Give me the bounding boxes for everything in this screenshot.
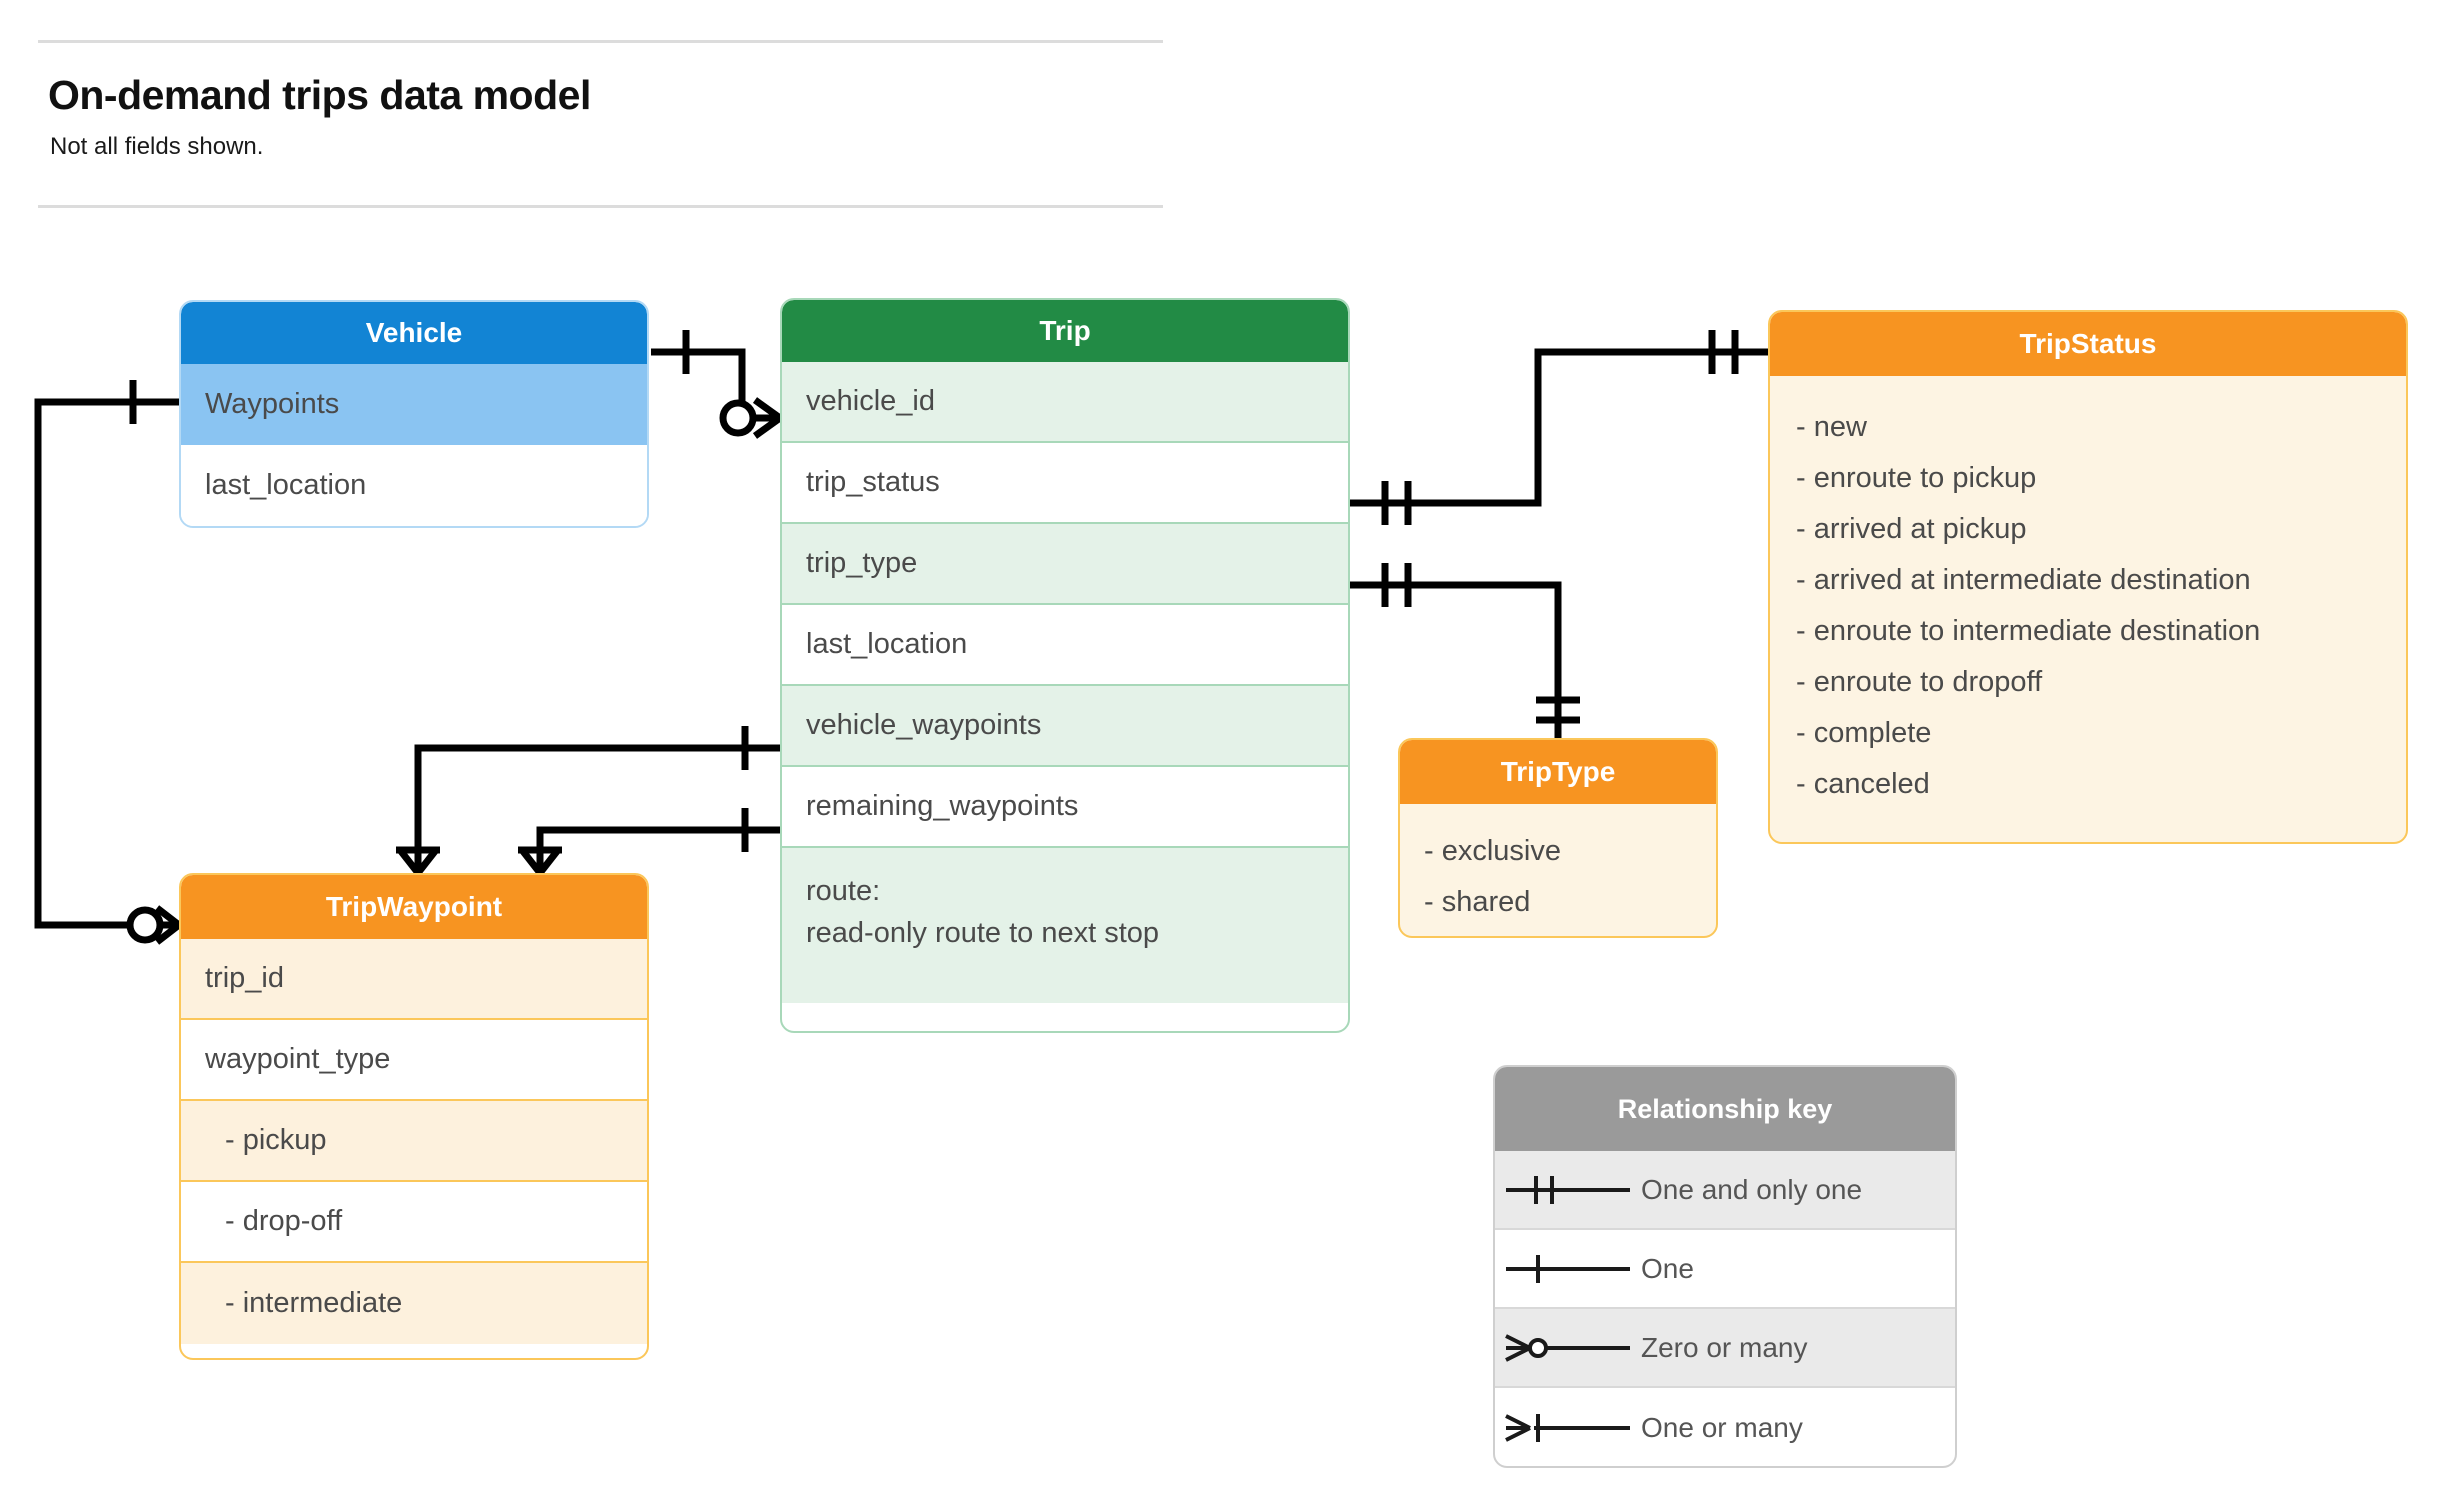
entity-trip-field-remaining-waypoints[interactable]: remaining_waypoints xyxy=(782,767,1348,848)
waypoint-type-value-pickup: - pickup xyxy=(181,1101,647,1182)
entity-vehicle-field-last-location[interactable]: last_location xyxy=(181,445,647,526)
tripstatus-value-arrived-at-pickup: - arrived at pickup xyxy=(1796,513,2027,545)
tripstatus-value-new: - new xyxy=(1796,411,1867,443)
legend-label-one-and-only-one: One and only one xyxy=(1641,1173,1863,1205)
tripstatus-value-canceled: - canceled xyxy=(1796,768,1930,800)
entity-tripstatus-value-list: - new - enroute to pickup - arrived at p… xyxy=(1770,376,2406,810)
entity-triptype[interactable]: TripType - exclusive - shared xyxy=(1398,738,1718,938)
tripstatus-value-enroute-to-dropoff: - enroute to dropoff xyxy=(1796,666,2043,698)
entity-tripstatus[interactable]: TripStatus - new - enroute to pickup - a… xyxy=(1768,310,2408,844)
entity-trip-field-last-location[interactable]: last_location xyxy=(782,605,1348,686)
entity-trip-field-trip-type[interactable]: trip_type xyxy=(782,524,1348,605)
entity-tripstatus-title: TripStatus xyxy=(1770,312,2406,376)
entity-tripwaypoint[interactable]: TripWaypoint trip_id waypoint_type - pic… xyxy=(179,873,649,1360)
entity-tripwaypoint-title: TripWaypoint xyxy=(181,875,647,939)
entity-trip-field-vehicle-waypoints[interactable]: vehicle_waypoints xyxy=(782,686,1348,767)
legend-row-one: One xyxy=(1495,1230,1955,1309)
entity-trip-field-route-line2: read-only route to next stop xyxy=(806,917,1160,950)
waypoint-type-value-intermediate: - intermediate xyxy=(181,1263,647,1344)
entity-triptype-value-list: - exclusive - shared xyxy=(1400,804,1716,928)
entity-vehicle-title: Vehicle xyxy=(181,302,647,364)
header-divider-top xyxy=(38,40,1163,43)
tripstatus-value-enroute-to-pickup: - enroute to pickup xyxy=(1796,462,2037,494)
entity-tripwaypoint-field-waypoint-type[interactable]: waypoint_type xyxy=(181,1020,647,1101)
legend-label-zero-or-many: Zero or many xyxy=(1641,1331,1808,1363)
header-divider-bottom xyxy=(38,205,1163,208)
entity-trip-field-vehicle-id[interactable]: vehicle_id xyxy=(782,362,1348,443)
legend-row-zero-or-many: Zero or many xyxy=(1495,1309,1955,1388)
entity-vehicle[interactable]: Vehicle Waypoints last_location xyxy=(179,300,649,528)
entity-trip[interactable]: Trip vehicle_id trip_status trip_type la… xyxy=(780,298,1350,1033)
page-title: On-demand trips data model xyxy=(48,72,591,118)
entity-tripwaypoint-field-trip-id[interactable]: trip_id xyxy=(181,939,647,1020)
tripstatus-value-complete: - complete xyxy=(1796,717,1932,749)
legend-row-one-and-only-one: One and only one xyxy=(1495,1151,1955,1230)
page-subtitle: Not all fields shown. xyxy=(50,133,264,160)
one-or-many-icon xyxy=(1495,1408,1641,1448)
triptype-value-shared: - shared xyxy=(1424,886,1531,918)
tripstatus-value-enroute-to-intermediate-destination: - enroute to intermediate destination xyxy=(1796,615,2261,647)
entity-trip-field-trip-status[interactable]: trip_status xyxy=(782,443,1348,524)
legend-row-one-or-many: One or many xyxy=(1495,1388,1955,1466)
entity-trip-title: Trip xyxy=(782,300,1348,362)
tripstatus-value-arrived-at-intermediate-destination: - arrived at intermediate destination xyxy=(1796,564,2251,596)
entity-trip-field-route[interactable]: route: read-only route to next stop xyxy=(782,848,1348,1003)
legend-label-one: One xyxy=(1641,1252,1694,1284)
triptype-value-exclusive: - exclusive xyxy=(1424,835,1561,867)
legend-label-one-or-many: One or many xyxy=(1641,1411,1803,1443)
relationship-key-title: Relationship key xyxy=(1495,1067,1955,1151)
one-and-only-one-icon xyxy=(1495,1170,1641,1210)
one-icon xyxy=(1495,1249,1641,1289)
relationship-key-legend: Relationship key One and only one xyxy=(1493,1065,1957,1468)
entity-trip-field-route-line1: route: xyxy=(806,875,881,907)
zero-or-many-icon xyxy=(1495,1328,1641,1368)
entity-triptype-title: TripType xyxy=(1400,740,1716,804)
waypoint-type-value-drop-off: - drop-off xyxy=(181,1182,647,1263)
entity-vehicle-field-waypoints[interactable]: Waypoints xyxy=(181,364,647,445)
